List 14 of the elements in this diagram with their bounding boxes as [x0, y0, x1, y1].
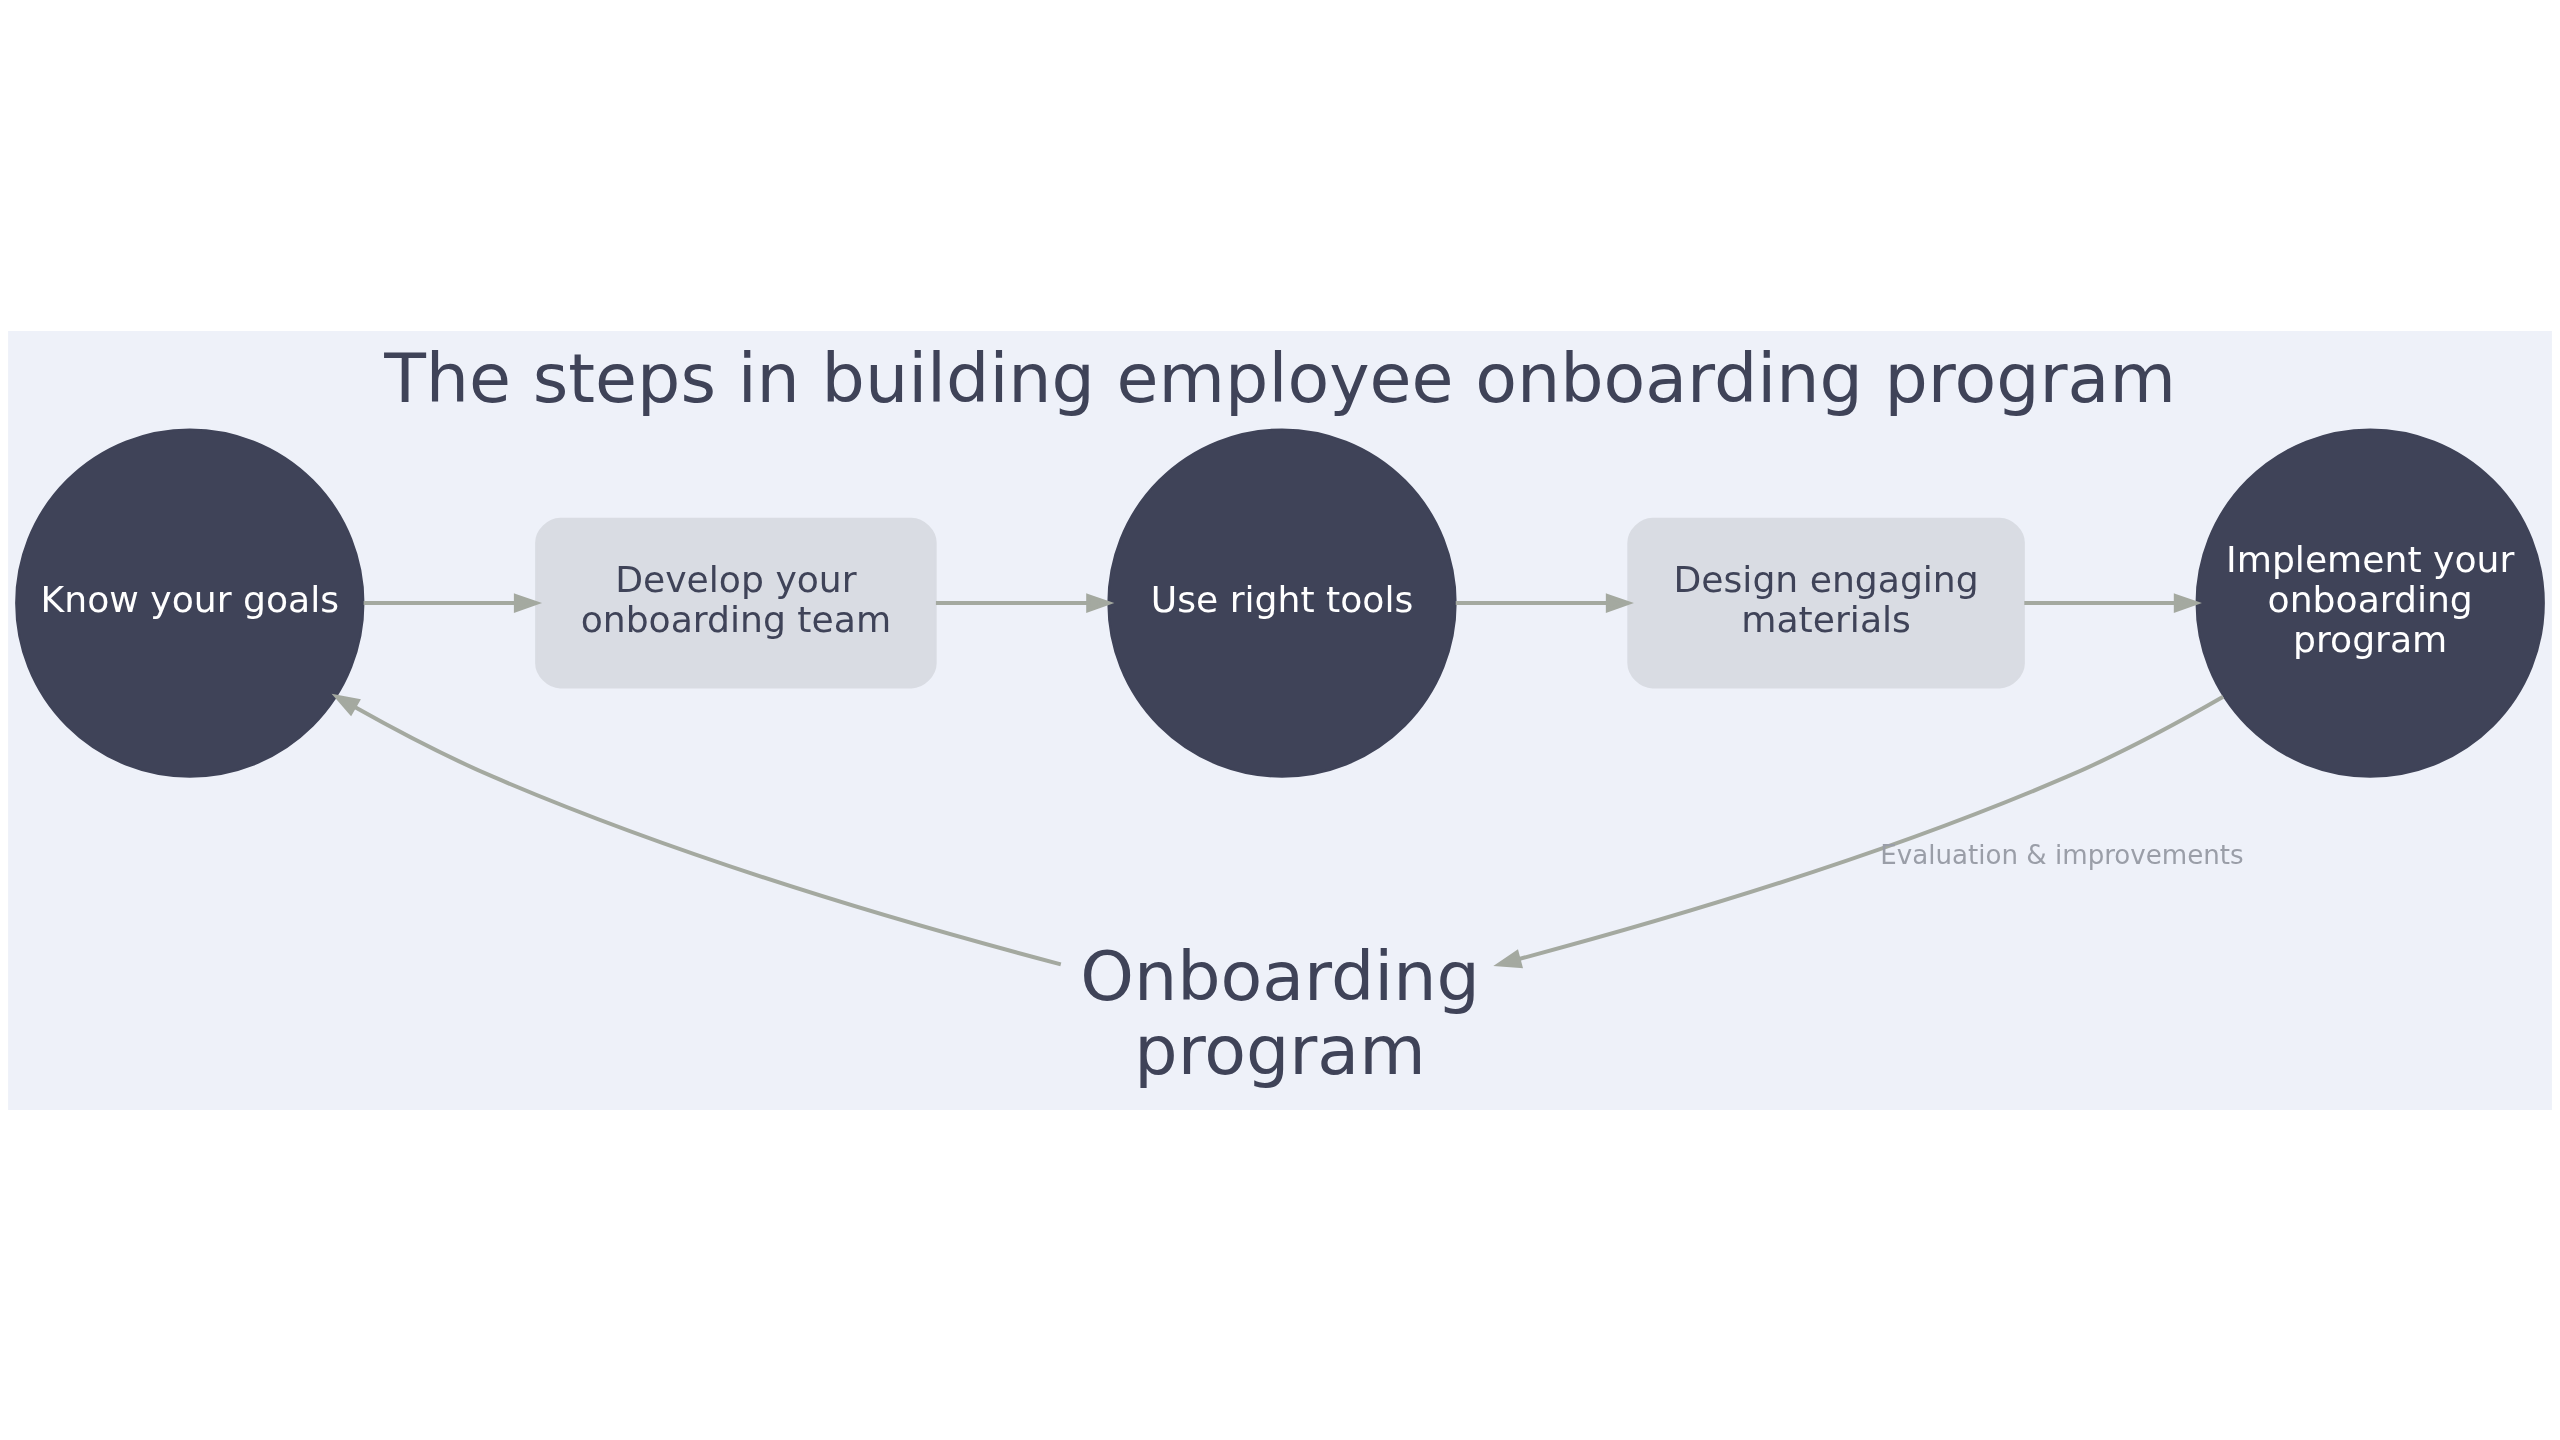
node-box: Design engaging materials: [1627, 517, 2025, 688]
node-circle: Use right tools: [1107, 427, 1457, 778]
arrow: [2024, 592, 2202, 613]
node-circle: Implement your onboarding program: [2195, 427, 2545, 778]
node-circle: Know your goals: [15, 427, 365, 778]
arrow: [1493, 694, 2225, 968]
arrow: [331, 693, 1062, 966]
node-text: Onboarding program: [1080, 936, 1480, 1090]
diagram-title: The steps in building employee onboarding program: [384, 338, 2176, 418]
node-box: Develop your onboarding team: [535, 517, 937, 688]
arrow: [1455, 592, 1634, 613]
arrow: [935, 592, 1115, 613]
arrow: [363, 592, 543, 613]
edge-label: Evaluation & improvements: [1880, 839, 2244, 870]
